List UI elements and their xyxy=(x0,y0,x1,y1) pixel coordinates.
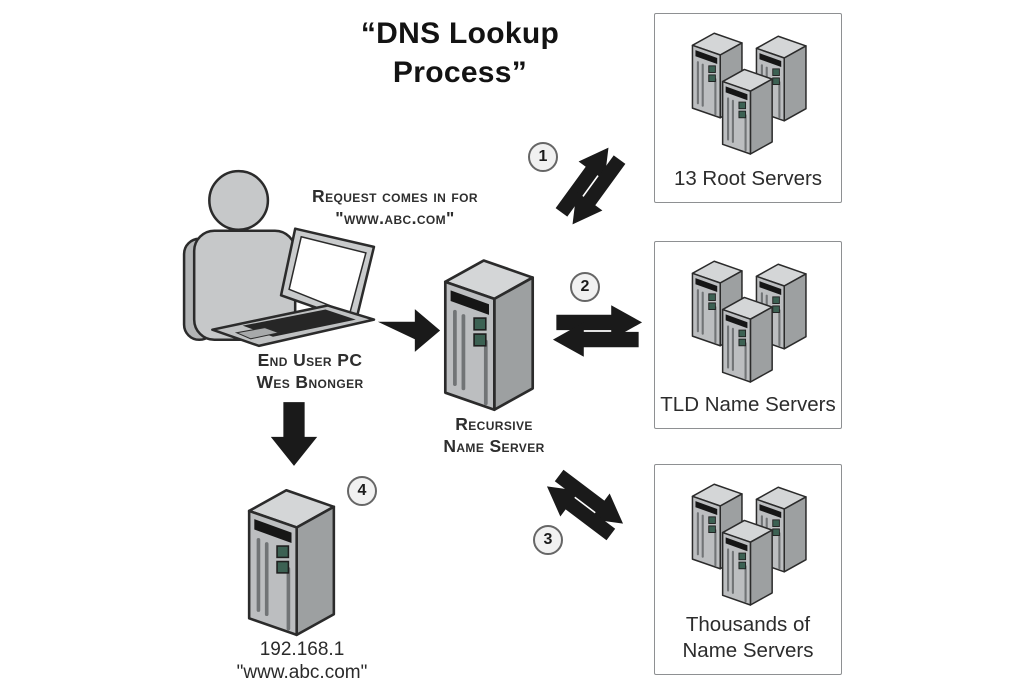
recursive-server-label-line-1: Recursive xyxy=(455,414,533,434)
recursive-server-label: Recursive Name Server xyxy=(430,413,558,457)
recursive-server-label-line-2: Name Server xyxy=(443,436,545,456)
tld-servers-panel: TLD Name Servers xyxy=(654,241,842,429)
authoritative-servers-label: Thousands of Name Servers xyxy=(682,612,813,674)
step-badge-2: 2 xyxy=(570,272,600,302)
person-with-laptop-icon xyxy=(182,169,376,348)
step-number-3: 3 xyxy=(543,531,553,548)
request-note: Request comes in for "www.abc.com" xyxy=(295,185,495,229)
root-servers-label-line-1: 13 Root Servers xyxy=(673,167,823,190)
authoritative-servers-panel: Thousands of Name Servers xyxy=(654,464,842,675)
tld-servers-label-line-1: TLD Name Servers xyxy=(660,393,836,416)
root-servers-label: 13 Root Servers xyxy=(674,166,822,202)
recursive-server-icon xyxy=(443,258,535,412)
step-badge-3: 3 xyxy=(533,525,563,555)
resolved-host-label: 192.168.1 "www.abc.com" xyxy=(228,638,376,683)
step-badge-1: 1 xyxy=(528,142,558,172)
root-servers-panel: 13 Root Servers xyxy=(654,13,842,203)
server-cluster-icon xyxy=(684,477,812,610)
end-user-label: End User PC Wes Bnonger xyxy=(236,349,384,393)
step-number-4: 4 xyxy=(357,482,367,499)
title-line-1: “DNS Lookup xyxy=(360,17,560,50)
server-cluster-icon xyxy=(684,26,812,159)
end-user-label-line-2: Wes Bnonger xyxy=(256,372,364,392)
authoritative-servers-label-line-1: Thousands of xyxy=(685,613,811,636)
server-cluster-icon xyxy=(684,254,812,387)
resolved-host-server-icon xyxy=(247,488,336,637)
request-note-line-1: Request comes in for xyxy=(312,186,478,206)
exchange-arrow-tld-icon xyxy=(552,305,643,357)
down-arrow-icon xyxy=(270,402,318,466)
authoritative-servers-label-line-2: Name Servers xyxy=(682,639,814,662)
page-title: “DNS Lookup Process” xyxy=(310,14,610,92)
resolved-host-label-line-2: "www.abc.com" xyxy=(236,662,368,683)
request-note-line-2: "www.abc.com" xyxy=(335,208,455,228)
right-arrow-icon xyxy=(377,309,441,352)
resolved-host-label-line-1: 192.168.1 xyxy=(259,639,345,660)
step-number-2: 2 xyxy=(580,278,590,295)
end-user-label-line-1: End User PC xyxy=(257,350,363,370)
title-line-2: Process” xyxy=(392,56,528,89)
step-badge-4: 4 xyxy=(347,476,377,506)
tld-servers-label: TLD Name Servers xyxy=(660,392,835,428)
step-number-1: 1 xyxy=(538,148,548,165)
